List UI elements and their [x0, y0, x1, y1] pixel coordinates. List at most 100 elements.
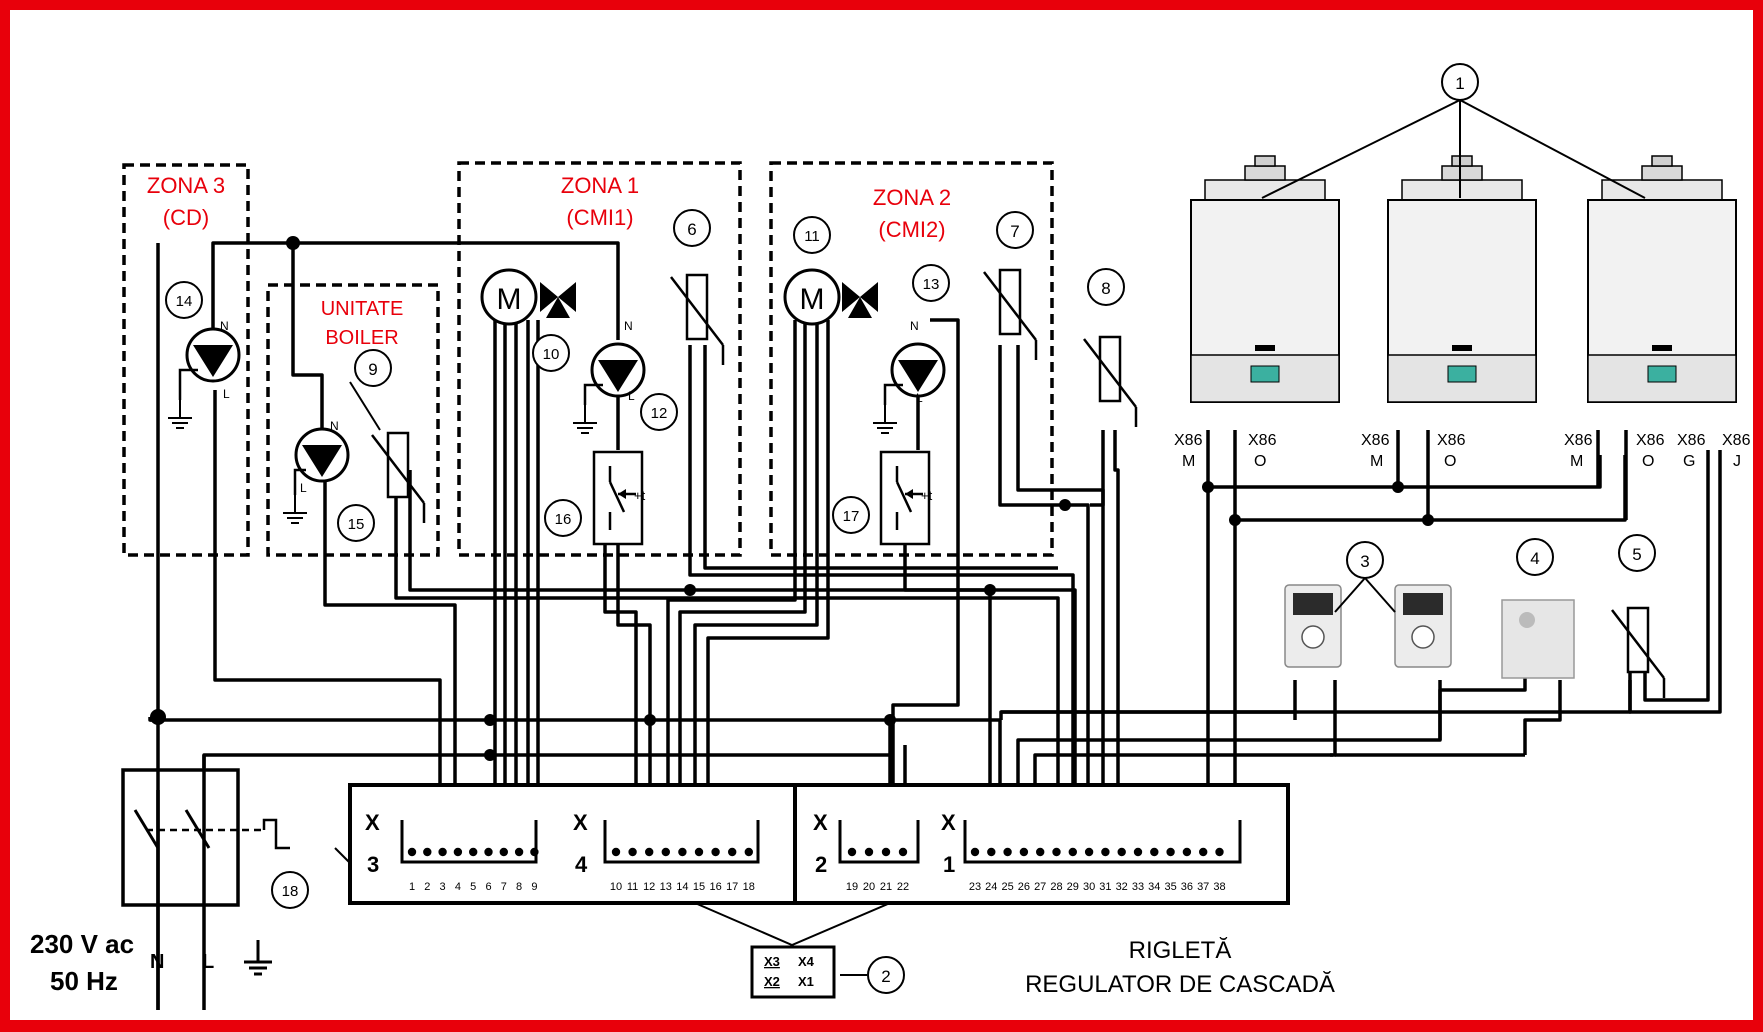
zone-3-box — [122, 163, 250, 557]
terminal-pin-number: 3 — [440, 881, 446, 893]
room-controller-1 — [1284, 584, 1342, 668]
pump-12 — [590, 342, 646, 398]
terminal-pin — [1133, 847, 1143, 857]
svg-text:X86: X86 — [1248, 432, 1277, 449]
terminal-pin — [678, 847, 687, 857]
sensor-5 — [1610, 606, 1666, 700]
sensor-6 — [669, 273, 725, 367]
terminal-pin — [484, 847, 493, 857]
zone-3-title: ZONA 3 — [147, 173, 225, 198]
terminal-pin — [1052, 847, 1061, 857]
svg-text:L: L — [628, 389, 635, 403]
callout-2: 2 — [867, 956, 905, 994]
boiler-unit-3 — [1587, 155, 1737, 403]
terminal-pin — [661, 847, 670, 857]
terminal-pin-number: 10 — [610, 881, 622, 893]
terminal-strip — [348, 783, 1290, 905]
terminal-pin-number: 38 — [1213, 881, 1225, 893]
ground-icon — [572, 404, 598, 434]
terminal-pin — [499, 847, 508, 857]
pump-13 — [890, 342, 946, 398]
boiler-unit-1 — [1190, 155, 1340, 403]
terminal-pin-number: 22 — [897, 881, 909, 893]
boiler-unit-2 — [1387, 155, 1537, 403]
caption-line-1: RIGLETĂ — [1129, 937, 1232, 964]
motor-10: M — [480, 268, 576, 326]
temp-symbol: +t — [921, 488, 933, 503]
svg-text:4: 4 — [575, 852, 588, 877]
terminal-pin-number: 13 — [660, 881, 672, 893]
svg-text:N: N — [220, 319, 229, 333]
terminal-pin-number: 19 — [846, 881, 858, 893]
svg-text:X: X — [365, 810, 380, 835]
svg-text:X86: X86 — [1437, 432, 1466, 449]
svg-text:2: 2 — [881, 967, 890, 986]
callout-10: 10 — [532, 334, 570, 372]
terminal-pin-number: 25 — [1001, 881, 1013, 893]
terminal-pin — [438, 847, 447, 857]
junctions — [150, 236, 1434, 761]
terminal-pin-number: 1 — [409, 881, 415, 893]
terminal-pin-number: 34 — [1148, 881, 1160, 893]
svg-text:N: N — [330, 419, 339, 433]
zone-2-subtitle: (CMI2) — [878, 217, 945, 242]
svg-text:G: G — [1683, 453, 1695, 470]
svg-text:10: 10 — [543, 346, 560, 363]
callouts: 1 2 3 4 5 6 7 8 9 10 11 12 13 14 15 16 1… — [165, 63, 1656, 994]
callout-6: 6 — [673, 209, 711, 247]
svg-text:X3: X3 — [764, 954, 780, 969]
callout-13: 13 — [912, 264, 950, 302]
terminal-pin-number: 27 — [1034, 881, 1046, 893]
zone-labels: ZONA 3 (CD) ZONA 1 (CMI1) ZONA 2 (CMI2) … — [147, 173, 951, 349]
terminal-pin — [1019, 847, 1029, 857]
svg-text:6: 6 — [687, 220, 696, 239]
terminal-pin — [728, 847, 737, 857]
svg-text:X86: X86 — [1636, 432, 1665, 449]
terminal-pin — [1150, 847, 1159, 857]
terminal-pin — [694, 847, 704, 857]
callout-8: 8 — [1087, 268, 1125, 306]
terminal-pin — [881, 847, 891, 857]
terminal-pin-number: 4 — [455, 881, 461, 893]
svg-text:O: O — [1254, 453, 1266, 470]
terminal-pin-number: 24 — [985, 881, 997, 893]
svg-text:2: 2 — [815, 852, 827, 877]
ground-icon — [167, 399, 193, 429]
sensor-9 — [370, 431, 426, 525]
terminal-pin-number: 9 — [531, 881, 537, 893]
svg-text:O: O — [1444, 453, 1456, 470]
terminal-pin-number: 2 — [424, 881, 430, 893]
svg-text:X2: X2 — [764, 974, 780, 989]
svg-text:X86: X86 — [1361, 432, 1390, 449]
zone-2-title: ZONA 2 — [873, 185, 951, 210]
terminal-pin — [1117, 847, 1126, 857]
terminal-pin-number: 18 — [743, 881, 755, 893]
svg-text:X: X — [813, 810, 828, 835]
terminal-pin-number: 20 — [863, 881, 875, 893]
callout-12: 12 — [640, 393, 678, 431]
terminal-pin-number: 8 — [516, 881, 522, 893]
room-controller-2 — [1394, 584, 1452, 668]
sensor-8 — [1082, 335, 1138, 429]
zone-1-title: ZONA 1 — [561, 173, 639, 198]
terminal-pin-number: 14 — [676, 881, 688, 893]
terminal-pin — [530, 847, 539, 857]
terminal-pin-number: 28 — [1050, 881, 1062, 893]
line-label: L — [202, 951, 214, 973]
wires — [148, 241, 1722, 1010]
ground-icon — [244, 940, 272, 976]
svg-text:O: O — [1642, 453, 1654, 470]
callout-14: 14 — [165, 281, 203, 319]
terminal-pin — [1003, 847, 1012, 857]
terminal-pin — [423, 847, 432, 857]
terminal-pin-number: 6 — [485, 881, 491, 893]
svg-text:M: M — [1570, 453, 1583, 470]
terminal-pin-number: 23 — [969, 881, 981, 893]
supply-voltage: 230 V ac — [30, 929, 134, 959]
temp-symbol: +t — [634, 488, 646, 503]
terminal-pin-number: 32 — [1116, 881, 1128, 893]
ground-icon — [282, 494, 308, 524]
terminal-pin — [469, 847, 478, 857]
pump-pin-labels: N L N L N L N L — [220, 319, 923, 495]
svg-text:X86: X86 — [1174, 432, 1203, 449]
